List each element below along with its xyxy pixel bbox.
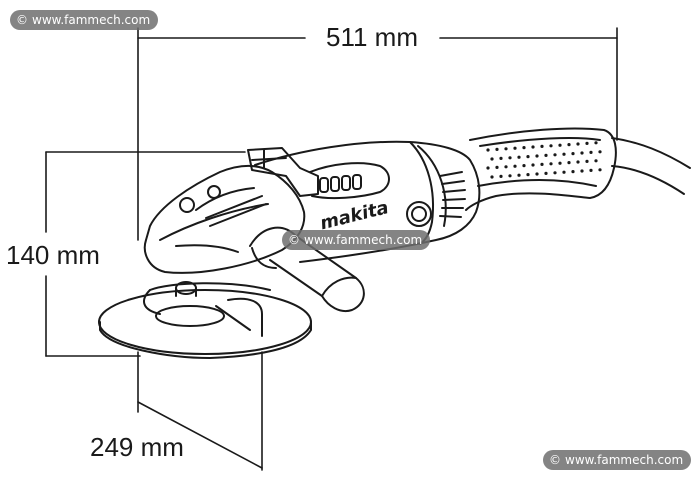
- grip-dot: [585, 141, 589, 145]
- grip-dot: [535, 172, 539, 176]
- grip-dot: [526, 173, 530, 177]
- grip-dot: [508, 174, 512, 178]
- grip-dot: [504, 147, 508, 151]
- watermark-bottom-right: © www.fammech.com: [543, 450, 692, 470]
- watermark-text: www.fammech.com: [304, 233, 423, 247]
- grip-dot: [495, 165, 499, 169]
- grip-dot: [549, 162, 553, 166]
- height-dimension-label: 140 mm: [2, 240, 104, 270]
- watermark-text: www.fammech.com: [32, 13, 151, 27]
- copyright-icon: ©: [16, 13, 28, 27]
- grip-dot: [499, 156, 503, 160]
- handle-grip-dots: [486, 141, 602, 179]
- grip-dot: [562, 170, 566, 174]
- grip-dot: [553, 153, 557, 157]
- grip-dot: [580, 169, 584, 173]
- grip-dot: [567, 161, 571, 165]
- grip-dot: [594, 141, 598, 145]
- disc-dimension-label: 249 mm: [86, 432, 188, 462]
- grip-dot: [598, 150, 602, 154]
- copyright-icon: ©: [288, 233, 300, 247]
- power-cord: [611, 137, 691, 195]
- grip-dot: [490, 175, 494, 179]
- grip-dot: [571, 170, 575, 174]
- grip-dot: [540, 162, 544, 166]
- grip-dot: [495, 147, 499, 151]
- grip-dot: [499, 174, 503, 178]
- grip-dot: [558, 143, 562, 147]
- grip-dot: [504, 165, 508, 169]
- grip-dot: [544, 171, 548, 175]
- grip-dot: [508, 156, 512, 160]
- watermark-top-left: © www.fammech.com: [10, 10, 159, 30]
- switch-lever: [247, 147, 319, 197]
- grip-dot: [589, 150, 593, 154]
- grip-dot: [585, 159, 589, 163]
- length-dimension-label: 511 mm: [322, 22, 422, 52]
- grip-dot: [526, 155, 530, 159]
- gear-head: [143, 165, 306, 297]
- watermark-text: www.fammech.com: [565, 453, 684, 467]
- grip-dot: [594, 159, 598, 163]
- grip-dot: [517, 155, 521, 159]
- wheel-guard: [143, 282, 271, 337]
- grip-dot: [522, 164, 526, 168]
- grip-dot: [486, 148, 490, 152]
- grip-dot: [522, 146, 526, 150]
- grip-dot: [513, 146, 517, 150]
- grip-dot: [558, 161, 562, 165]
- grip-dot: [549, 144, 553, 148]
- grip-dot: [513, 164, 517, 168]
- grip-dot: [576, 160, 580, 164]
- copyright-icon: ©: [549, 453, 561, 467]
- watermark-center: © www.fammech.com: [282, 230, 431, 250]
- grip-dot: [531, 163, 535, 167]
- grip-dot: [535, 154, 539, 158]
- grip-dot: [580, 151, 584, 155]
- grip-dot: [531, 145, 535, 149]
- grip-dot: [540, 144, 544, 148]
- grip-dot: [562, 152, 566, 156]
- grip-dot: [567, 143, 571, 147]
- grip-dot: [490, 157, 494, 161]
- grip-dot: [486, 166, 490, 170]
- grip-dot: [598, 168, 602, 172]
- grip-dot: [576, 142, 580, 146]
- grip-dot: [571, 152, 575, 156]
- grip-dot: [553, 171, 557, 175]
- dimension-lines: [45, 27, 618, 471]
- side-handle: [249, 226, 365, 312]
- rear-handle: [465, 127, 617, 211]
- grip-dot: [517, 173, 521, 177]
- grip-dot: [589, 168, 593, 172]
- grip-dot: [544, 153, 548, 157]
- grinding-disc: [98, 289, 312, 359]
